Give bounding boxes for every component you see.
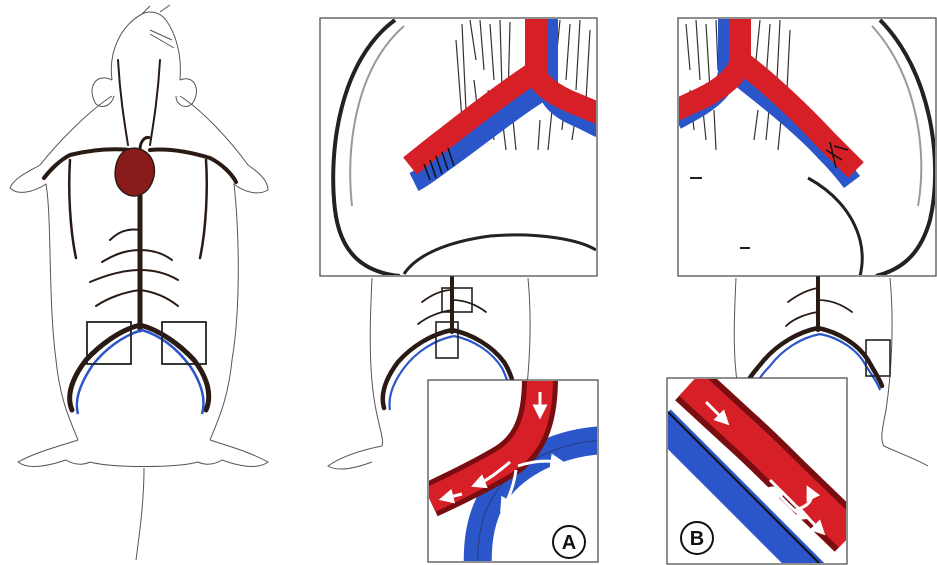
inset-b: B <box>660 378 850 565</box>
inset-a-letter: A <box>562 532 576 554</box>
panel-whole-animal <box>10 5 268 560</box>
zoom-panel-2 <box>320 18 600 276</box>
iliac-veins-1 <box>77 330 204 414</box>
inset-b-label: B <box>681 522 713 554</box>
arterial-tree-1 <box>44 60 236 410</box>
zoom-panel-3 <box>676 18 936 276</box>
inset-b-letter: B <box>690 528 704 550</box>
inset-a: A <box>428 378 610 565</box>
inset-a-label: A <box>553 526 585 558</box>
heart-1 <box>115 138 154 196</box>
